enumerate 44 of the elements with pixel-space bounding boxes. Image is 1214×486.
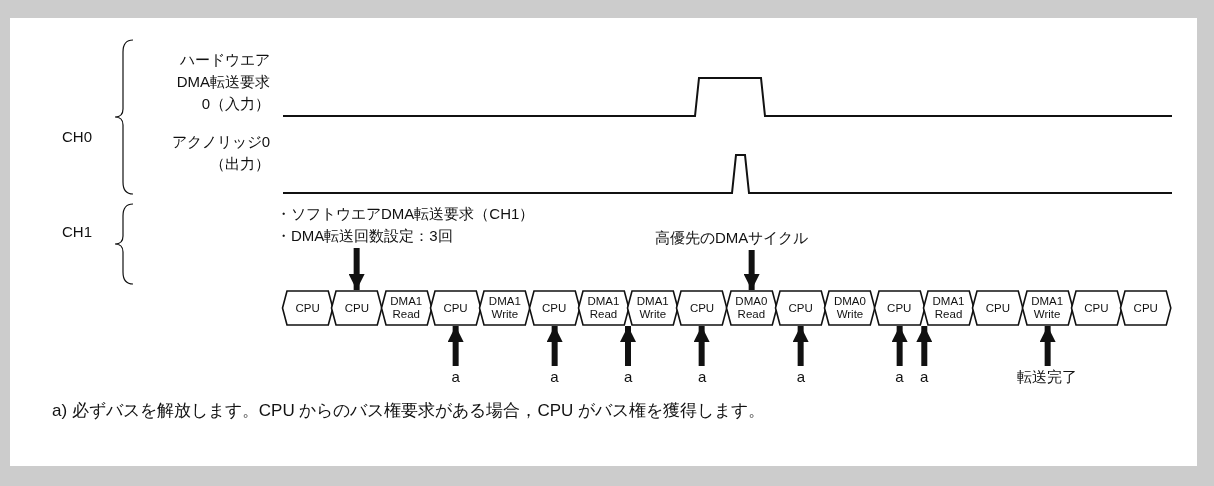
arrow <box>693 326 710 366</box>
bus-cycle-hexagon: CPU <box>676 290 728 326</box>
annotation-text: a <box>796 366 805 388</box>
annotation-text: 高優先のDMAサイクル <box>655 228 809 248</box>
arrow <box>743 250 760 290</box>
arrow <box>891 326 908 366</box>
bus-cycle-hexagon: DMA1 Read <box>922 290 975 326</box>
bus-cycle-hexagon: DMA1 Write <box>479 290 531 326</box>
bus-cycle-hexagon: DMA0 Read <box>725 290 777 326</box>
bus-cycle-hexagon: CPU <box>282 290 334 326</box>
arrow <box>620 326 636 366</box>
arrow <box>546 326 563 366</box>
annotation-text: ・ソフトウエアDMA転送要求（CH1） <box>276 204 535 224</box>
arrow <box>916 326 933 366</box>
annotation-text: a <box>550 366 559 388</box>
bus-cycle-hexagon: CPU <box>972 290 1024 326</box>
annotation-text: a <box>895 366 904 388</box>
bus-cycle-hexagon: CPU <box>775 290 827 326</box>
bus-cycle-hexagon: DMA1 Read <box>380 290 432 326</box>
arrow <box>348 248 365 290</box>
bus-cycle-hexagon: CPU <box>1120 290 1172 326</box>
annotation-text: 転送完了 <box>1017 366 1078 388</box>
annotation-text: a <box>698 366 707 388</box>
bus-cycle-hexagon: DMA1 Read <box>577 290 630 326</box>
bus-cycle-hexagon: DMA1 Write <box>1021 290 1073 326</box>
arrow <box>792 326 809 366</box>
bus-cycle-hexagon: CPU <box>429 290 482 326</box>
bus-cycle-hexagon: CPU <box>873 290 925 326</box>
bus-cycle-hexagon: CPU <box>528 290 580 326</box>
signal-name: ハードウエアDMA転送要求0（入力） <box>175 50 270 114</box>
bus-cycle-hexagon: CPU <box>1070 290 1123 326</box>
channel-label: CH1 <box>62 222 92 242</box>
arrow <box>447 326 464 366</box>
annotation-text: ・DMA転送回数設定：3回 <box>276 226 454 246</box>
bus-cycle-hexagon: DMA1 Write <box>627 290 679 326</box>
annotation-text: a <box>919 366 929 388</box>
bus-cycle-hexagon: CPU <box>331 290 383 326</box>
footnote: a) 必ずバスを解放します。CPU からのバス権要求がある場合，CPU がバス権を獲得します。 <box>52 400 766 422</box>
signal-name: アクノリッジ0（出力） <box>170 132 270 174</box>
bus-cycle-hexagon: DMA0 Write <box>824 290 876 326</box>
channel-label: CH0 <box>62 127 92 147</box>
annotation-text: a <box>451 366 460 388</box>
arrow <box>1039 326 1056 366</box>
annotation-text: a <box>624 366 633 388</box>
